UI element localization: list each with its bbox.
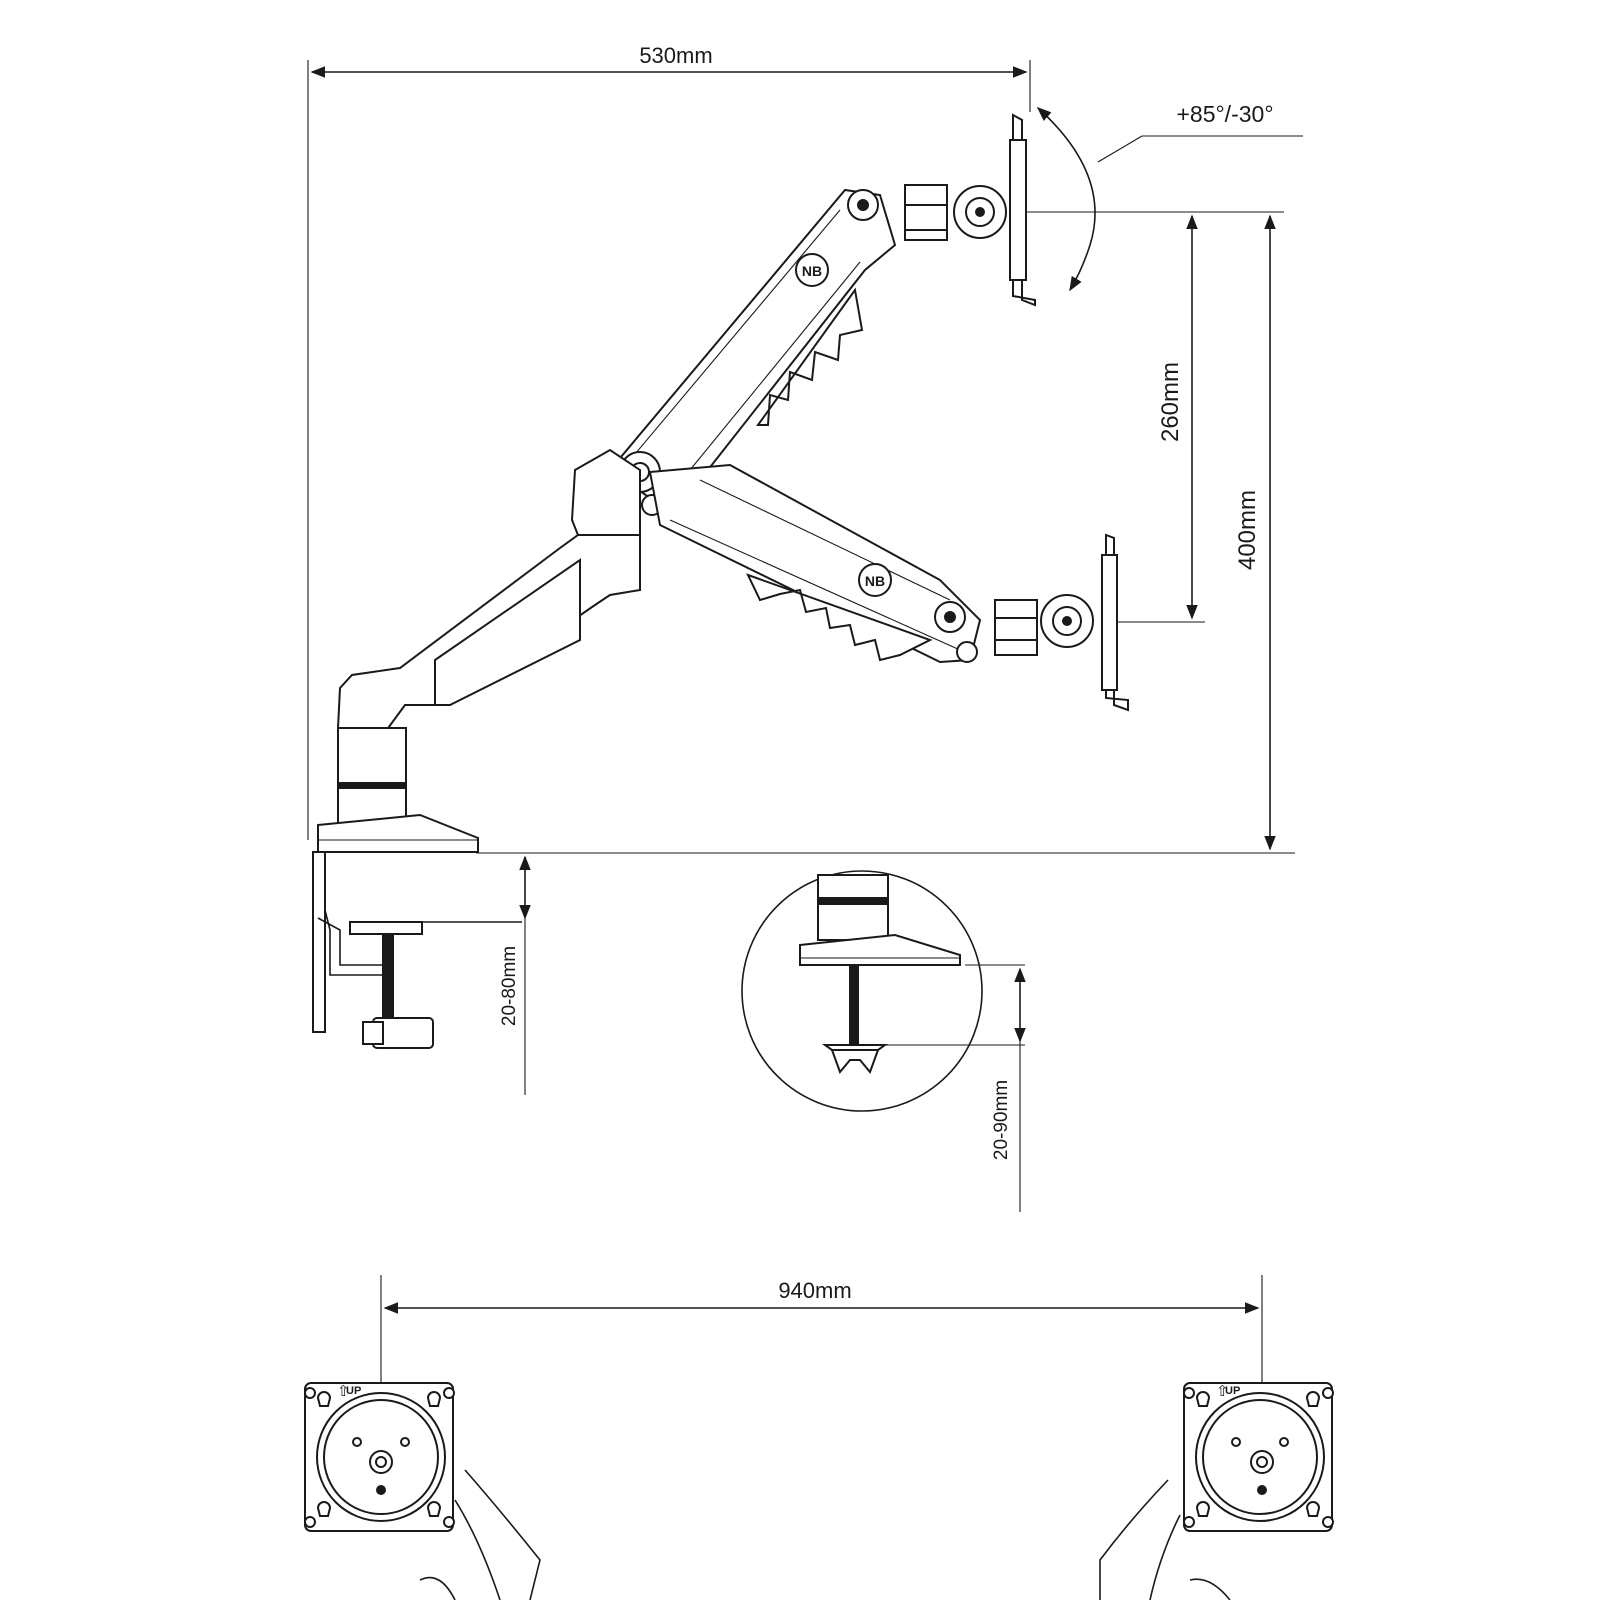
logo-text-lower: NB [865, 573, 885, 589]
c-clamp [312, 851, 522, 1049]
dimension-grommet: 20-90mm [991, 967, 1026, 1212]
dimension-label-940: 940mm [778, 1278, 851, 1303]
vesa-plate-right: ⇧ UP [1099, 1382, 1334, 1600]
dimension-label-530: 530mm [639, 43, 712, 68]
arrow-up-icon: ⇧ [1216, 1383, 1229, 1400]
vesa-plate-left: ⇧ UP [304, 1382, 541, 1600]
dimension-label-tilt: +85°/-30° [1176, 101, 1273, 127]
dimension-clamp: 20-80mm [499, 855, 531, 1095]
up-label-right: UP [1225, 1385, 1240, 1397]
dimension-label-grommet: 20-90mm [991, 1080, 1012, 1160]
dimension-label-260: 260mm [1157, 362, 1184, 442]
grommet-detail [741, 870, 1025, 1112]
dimension-tilt: +85°/-30° [1036, 101, 1303, 292]
monitor-arm-lower: NB [648, 463, 1129, 712]
dimension-400: 400mm [476, 214, 1295, 854]
arrow-up-icon: ⇧ [337, 1383, 350, 1400]
arm-base-assembly [317, 448, 641, 853]
dimension-label-clamp: 20-80mm [499, 946, 520, 1026]
up-label-left: UP [346, 1385, 361, 1397]
dimension-530: 530mm [307, 43, 1031, 840]
logo-text-upper: NB [802, 263, 822, 279]
dimension-label-400: 400mm [1234, 490, 1261, 570]
monitor-arm-upper: NB [608, 113, 1036, 516]
dimension-940: 940mm [380, 1275, 1263, 1510]
dimension-260: 260mm [1020, 211, 1284, 623]
